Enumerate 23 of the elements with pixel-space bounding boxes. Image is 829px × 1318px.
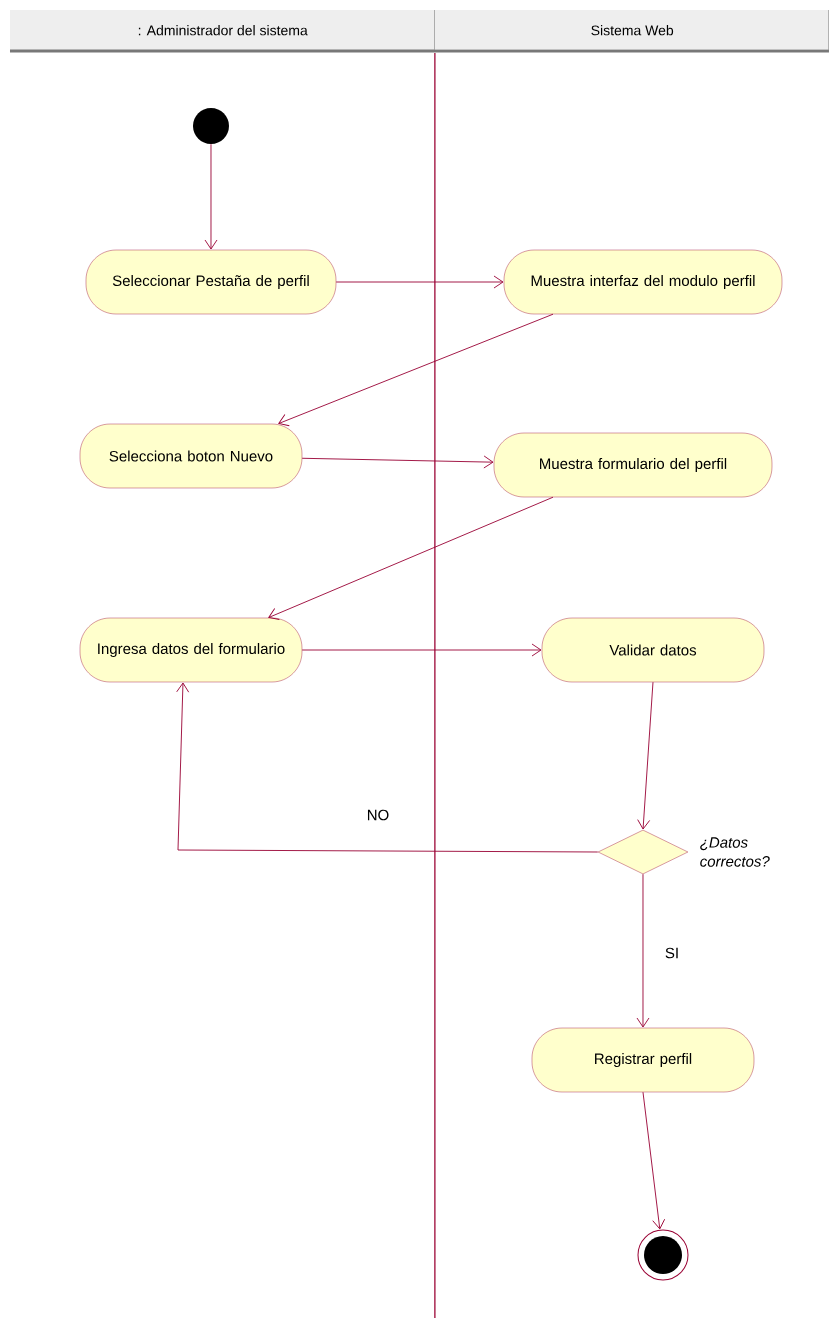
activity-box: Selecciona boton Nuevo <box>79 423 303 489</box>
arrow <box>636 873 650 1028</box>
arrow <box>278 313 554 427</box>
activity-box: Seleccionar Pestaña de perfil <box>85 249 337 315</box>
arrow <box>637 681 654 830</box>
arrow <box>204 143 218 250</box>
arrow <box>642 1091 666 1230</box>
decision-label: ¿Datos correctos? <box>700 837 770 867</box>
start-node <box>193 108 229 144</box>
arrow <box>268 496 554 620</box>
arrow <box>301 455 494 469</box>
decision-diamond <box>597 829 689 875</box>
activity-box: Muestra interfaz del modulo perfil <box>503 249 783 315</box>
activity-box: Registrar perfil <box>531 1027 755 1093</box>
edge-label: SI <box>663 946 681 960</box>
activity-box: Ingresa datos del formulario <box>79 617 303 683</box>
arrow <box>301 643 542 657</box>
activity-box: Muestra formulario del perfil <box>493 432 773 498</box>
activity-box: Validar datos <box>541 617 765 683</box>
edge-label: NO <box>365 808 391 822</box>
arrow <box>335 275 504 289</box>
end-node <box>637 1229 689 1281</box>
arrow <box>176 682 599 853</box>
